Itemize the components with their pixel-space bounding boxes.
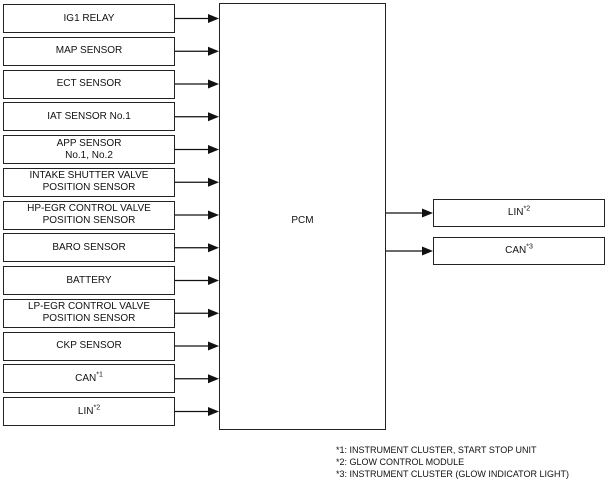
input-label-text: CKP SENSOR bbox=[56, 340, 122, 351]
output-label-text: LIN bbox=[507, 207, 524, 218]
input-footnote-ref: *2 bbox=[93, 404, 101, 412]
input-arrow-5 bbox=[175, 145, 219, 154]
input-arrow-10 bbox=[175, 308, 219, 318]
input-label-text: POSITION SENSOR bbox=[42, 313, 136, 325]
input-label-text: INTAKE SHUTTER VALVE bbox=[29, 170, 149, 182]
input-label-text: MAP SENSOR bbox=[55, 45, 123, 57]
input-box-11: CKP SENSOR bbox=[3, 331, 175, 361]
input-arrow-8 bbox=[175, 243, 219, 253]
input-label: APP SENSOR bbox=[57, 138, 122, 150]
input-label-text: No.1, No.2 bbox=[65, 149, 113, 161]
input-label: POSITION SENSOR bbox=[43, 215, 136, 227]
input-label: MAP SENSOR bbox=[56, 45, 123, 57]
input-arrow-3 bbox=[175, 79, 219, 89]
input-label: POSITION SENSOR bbox=[43, 182, 136, 194]
input-label: CAN*1 bbox=[75, 371, 103, 385]
input-arrow-4 bbox=[175, 112, 219, 122]
output-arrow-1 bbox=[386, 208, 433, 218]
input-label-text: HP-EGR CONTROL VALVE bbox=[27, 203, 151, 214]
input-label: No.1, No.2 bbox=[65, 150, 113, 162]
output-label: LIN*2 bbox=[507, 205, 531, 219]
output-label: CAN*3 bbox=[505, 243, 533, 257]
input-label-text: LIN bbox=[77, 405, 94, 417]
input-box-3: ECT SENSOR bbox=[3, 69, 175, 99]
footnotes: *1: INSTRUMENT CLUSTER, START STOP UNIT … bbox=[336, 444, 569, 480]
pcm-block: PCM bbox=[219, 3, 386, 430]
input-label-text: IAT SENSOR No.1 bbox=[47, 110, 131, 122]
input-box-12: CAN*1 bbox=[3, 364, 175, 394]
input-label: INTAKE SHUTTER VALVE bbox=[30, 170, 149, 182]
input-label-text: IG1 RELAY bbox=[63, 12, 115, 24]
input-arrow-1 bbox=[175, 14, 219, 23]
footnote-1: *1: INSTRUMENT CLUSTER, START STOP UNIT bbox=[336, 445, 537, 455]
input-label-text: LP-EGR CONTROL VALVE bbox=[27, 301, 151, 313]
input-box-8: BARO SENSOR bbox=[3, 233, 175, 263]
input-label-text: POSITION SENSOR bbox=[42, 215, 136, 226]
output-box-1: LIN*2 bbox=[433, 199, 605, 227]
input-label-text: CAN bbox=[75, 372, 97, 384]
input-box-13: LIN*2 bbox=[3, 397, 175, 426]
input-label: IG1 RELAY bbox=[64, 13, 115, 25]
input-label-text: BARO SENSOR bbox=[52, 241, 126, 253]
input-label: BATTERY bbox=[66, 275, 111, 287]
input-box-2: MAP SENSOR bbox=[3, 36, 175, 66]
input-label-text: APP SENSOR bbox=[56, 137, 122, 149]
output-label-text: CAN bbox=[505, 245, 527, 256]
input-label: BARO SENSOR bbox=[52, 242, 125, 254]
input-arrow-7 bbox=[175, 210, 219, 220]
input-footnote-ref: *1 bbox=[96, 371, 103, 379]
input-label: LP-EGR CONTROL VALVE bbox=[28, 301, 150, 313]
input-box-1: IG1 RELAY bbox=[3, 4, 175, 33]
input-box-9: BATTERY bbox=[3, 266, 175, 295]
footnote-3: *3: INSTRUMENT CLUSTER (GLOW INDICATOR L… bbox=[336, 469, 570, 479]
input-label: CKP SENSOR bbox=[56, 340, 121, 352]
input-arrow-13 bbox=[175, 407, 219, 416]
output-arrow-2 bbox=[386, 246, 433, 256]
input-arrow-6 bbox=[175, 177, 219, 187]
input-label-text: POSITION SENSOR bbox=[42, 182, 136, 194]
input-arrow-12 bbox=[175, 374, 219, 384]
input-label-text: ECT SENSOR bbox=[56, 78, 122, 89]
output-box-2: CAN*3 bbox=[433, 237, 605, 265]
input-label: HP-EGR CONTROL VALVE bbox=[27, 203, 151, 215]
input-label: IAT SENSOR No.1 bbox=[47, 111, 131, 123]
input-label: LIN*2 bbox=[77, 404, 101, 418]
output-footnote-ref: *2 bbox=[523, 205, 531, 213]
input-label: POSITION SENSOR bbox=[43, 313, 136, 325]
footnote-2: *2: GLOW CONTROL MODULE bbox=[336, 457, 465, 467]
input-label-text: BATTERY bbox=[66, 274, 112, 286]
input-label: ECT SENSOR bbox=[57, 78, 122, 90]
input-arrow-11 bbox=[175, 341, 219, 351]
pcm-label: PCM bbox=[291, 215, 314, 226]
output-footnote-ref: *3 bbox=[526, 243, 533, 251]
input-box-4: IAT SENSOR No.1 bbox=[3, 102, 175, 132]
input-arrow-9 bbox=[175, 276, 219, 285]
input-arrow-2 bbox=[175, 46, 219, 56]
